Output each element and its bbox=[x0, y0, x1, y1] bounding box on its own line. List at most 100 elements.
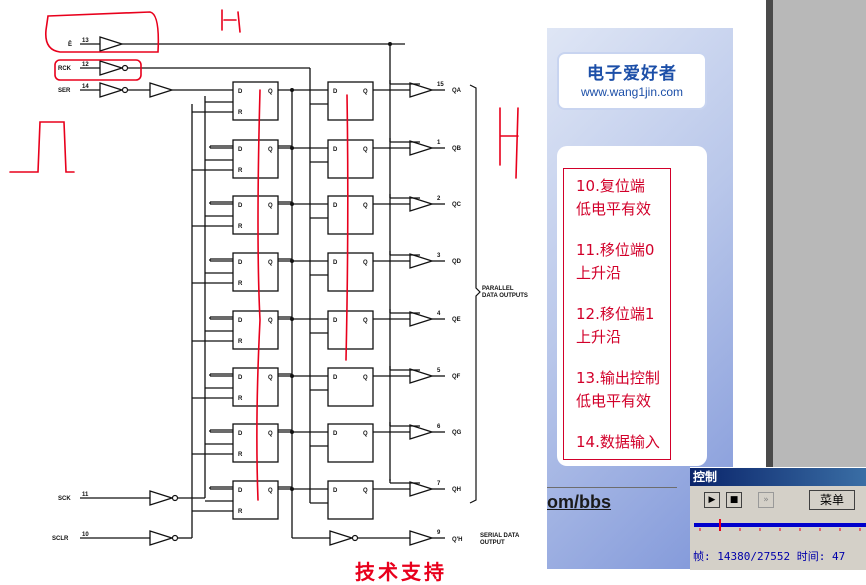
ff-q-label: Q bbox=[363, 318, 368, 324]
output-label: QF bbox=[452, 374, 461, 380]
ff-q-label: Q bbox=[363, 375, 368, 381]
ff-q-label: Q bbox=[268, 260, 273, 266]
ff-q-label: Q bbox=[363, 89, 368, 95]
ff-q-label: Q bbox=[268, 89, 273, 95]
bottom-caption: 技术支持 bbox=[355, 560, 447, 584]
output-buffer bbox=[409, 253, 435, 269]
serial-label: OUTPUT bbox=[480, 540, 505, 546]
annotation-line bbox=[256, 89, 261, 501]
logo-title: 电子爱好者 bbox=[587, 64, 677, 84]
pin-number: 14 bbox=[82, 84, 89, 90]
menu-button[interactable]: 菜单 bbox=[809, 490, 855, 510]
inverter-bubble bbox=[121, 64, 129, 72]
frame-time-status: 帧: 14380/27552 时间: 47 bbox=[693, 550, 846, 563]
note-item-10: 10.复位端 低电平有效 bbox=[576, 175, 666, 221]
ff-r-label: R bbox=[238, 452, 243, 458]
pin-number: 12 bbox=[82, 62, 89, 68]
output-label: Q'H bbox=[452, 537, 462, 543]
bbs-link[interactable]: om/bbs bbox=[547, 492, 612, 512]
divider-line bbox=[547, 487, 677, 488]
shift-flip-flop bbox=[232, 195, 279, 235]
site-logo: 电子爱好者 www.wang1jin.com bbox=[559, 54, 705, 108]
shift-flip-flop bbox=[232, 252, 279, 292]
note-line: 低电平有效 bbox=[576, 392, 652, 410]
shift-flip-flop bbox=[232, 480, 279, 520]
input-label: SER bbox=[58, 88, 71, 94]
ff-d-label: D bbox=[238, 318, 243, 324]
play-icon: ▶ bbox=[708, 495, 716, 505]
serial-out-buffer bbox=[409, 530, 435, 546]
inverter-bubble bbox=[171, 494, 179, 502]
slide-panel: 电子爱好者 www.wang1jin.com 10.复位端 低电平有效 11.移… bbox=[547, 28, 733, 569]
rck-buffer bbox=[99, 60, 125, 76]
note-line: 11.移位端0 bbox=[576, 241, 655, 259]
note-item-12: 12.移位端1 上升沿 bbox=[576, 303, 666, 349]
output-buffer bbox=[409, 140, 435, 156]
shift-flip-flop bbox=[232, 139, 279, 179]
pin-notes-box: 10.复位端 低电平有效 11.移位端0 上升沿 12.移位端1 上升沿 13.… bbox=[563, 168, 671, 460]
ff-q-label: Q bbox=[363, 147, 368, 153]
input-label: SCK bbox=[58, 496, 71, 502]
input-label: Ē bbox=[68, 41, 72, 48]
ff-q-label: Q bbox=[268, 318, 273, 324]
ff-r-label: R bbox=[238, 281, 243, 287]
note-line: 10.复位端 bbox=[576, 177, 645, 195]
ff-q-label: Q bbox=[363, 260, 368, 266]
sck-buffer bbox=[149, 490, 175, 506]
serial-label: SERIAL DATA bbox=[480, 533, 520, 539]
note-line: 12.移位端1 bbox=[576, 305, 655, 323]
storage-flip-flop bbox=[327, 139, 374, 179]
output-pin-number: 9 bbox=[437, 530, 441, 536]
ff-q-label: Q bbox=[268, 147, 273, 153]
control-title-bar[interactable]: 控制 bbox=[690, 468, 866, 486]
annotation-circle bbox=[54, 59, 142, 81]
progress-slider-handle[interactable] bbox=[718, 519, 721, 531]
input-label: RCK bbox=[58, 66, 72, 72]
ff-d-label: D bbox=[238, 431, 243, 437]
playback-control-window[interactable]: 控制 ▶ ■ » 菜单 帧: 14380/27552 时间: 47 bbox=[690, 467, 866, 570]
ff-d-label: D bbox=[238, 260, 243, 266]
ff-r-label: R bbox=[238, 509, 243, 515]
shift-flip-flop bbox=[232, 310, 279, 350]
note-item-13: 13.输出控制 低电平有效 bbox=[576, 367, 666, 413]
storage-flip-flop bbox=[327, 252, 374, 292]
fast-forward-button[interactable]: » bbox=[758, 492, 774, 508]
output-label: QH bbox=[452, 487, 461, 493]
output-pin-number: 2 bbox=[437, 196, 441, 202]
ff-r-label: R bbox=[238, 224, 243, 230]
storage-flip-flop bbox=[327, 81, 374, 121]
storage-flip-flop bbox=[327, 310, 374, 350]
output-buffer bbox=[409, 368, 435, 384]
ff-r-label: R bbox=[238, 339, 243, 345]
ff-q-label: Q bbox=[363, 203, 368, 209]
storage-flip-flop bbox=[327, 367, 374, 407]
ff-d-label: D bbox=[238, 147, 243, 153]
ff-d-label: D bbox=[333, 375, 338, 381]
note-line: 上升沿 bbox=[576, 264, 622, 282]
ff-r-label: R bbox=[238, 110, 243, 116]
output-brace bbox=[469, 84, 481, 504]
shift-flip-flop bbox=[232, 81, 279, 121]
note-line: 14.数据输入 bbox=[576, 433, 660, 451]
output-buffer bbox=[409, 82, 435, 98]
output-pin-number: 4 bbox=[437, 311, 441, 317]
shift-flip-flop bbox=[232, 423, 279, 463]
annotation-mark bbox=[221, 9, 241, 33]
annotation-mark bbox=[499, 107, 519, 179]
enable-buffer bbox=[99, 36, 125, 52]
ff-q-label: Q bbox=[268, 375, 273, 381]
storage-flip-flop bbox=[327, 480, 374, 520]
input-label: SCLR bbox=[52, 536, 69, 542]
stop-button[interactable]: ■ bbox=[726, 492, 742, 508]
ff-d-label: D bbox=[238, 203, 243, 209]
fast-forward-icon: » bbox=[763, 495, 769, 505]
progress-track[interactable] bbox=[694, 523, 866, 527]
parallel-label: PARALLEL bbox=[482, 286, 514, 292]
play-button[interactable]: ▶ bbox=[704, 492, 720, 508]
ff-r-label: R bbox=[238, 396, 243, 402]
ff-d-label: D bbox=[238, 375, 243, 381]
output-label: QE bbox=[452, 317, 461, 323]
inverter-bubble bbox=[121, 86, 129, 94]
